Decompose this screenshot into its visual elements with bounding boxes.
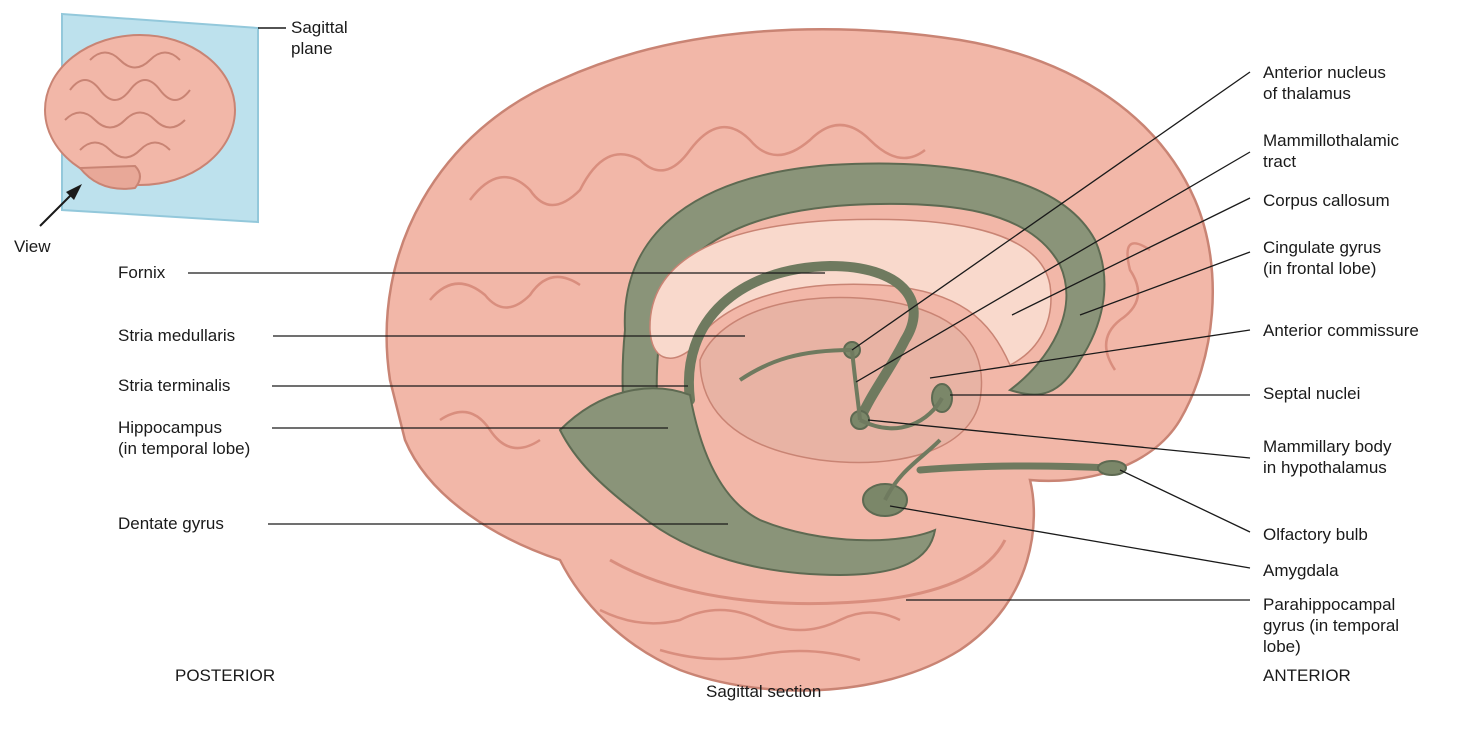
- fornix-label: Fornix: [118, 262, 165, 283]
- cingulate-gyrus-label: Cingulate gyrus (in frontal lobe): [1263, 237, 1381, 279]
- caption: Sagittal section: [706, 681, 821, 702]
- stria-terminalis-label: Stria terminalis: [118, 375, 230, 396]
- dentate-gyrus-label: Dentate gyrus: [118, 513, 224, 534]
- sagittal-plane-label: Sagittal plane: [291, 17, 348, 59]
- olfactory-bulb-label: Olfactory bulb: [1263, 524, 1368, 545]
- mammillothalamic-label: Mammillothalamic tract: [1263, 130, 1399, 172]
- anterior-commissure-label: Anterior commissure: [1263, 320, 1419, 341]
- anterior-label: ANTERIOR: [1263, 665, 1351, 686]
- stria-medullaris-label: Stria medullaris: [118, 325, 235, 346]
- hippocampus-label: Hippocampus (in temporal lobe): [118, 417, 250, 459]
- mammillary-body-label: Mammillary body in hypothalamus: [1263, 436, 1391, 478]
- posterior-label: POSTERIOR: [175, 665, 275, 686]
- parahippocampal-label: Parahippocampal gyrus (in temporal lobe): [1263, 594, 1399, 657]
- amygdala-label: Amygdala: [1263, 560, 1339, 581]
- inset-figure: [40, 14, 286, 226]
- anterior-nucleus-label: Anterior nucleus of thalamus: [1263, 62, 1386, 104]
- main-brain: [387, 29, 1213, 690]
- olfactory-bulb: [1098, 461, 1126, 475]
- olfactory-bulb-leader: [1120, 470, 1250, 532]
- inset-brain: [45, 35, 235, 185]
- corpus-callosum-label: Corpus callosum: [1263, 190, 1390, 211]
- septal-nuclei-label: Septal nuclei: [1263, 383, 1360, 404]
- view-label: View: [14, 236, 51, 257]
